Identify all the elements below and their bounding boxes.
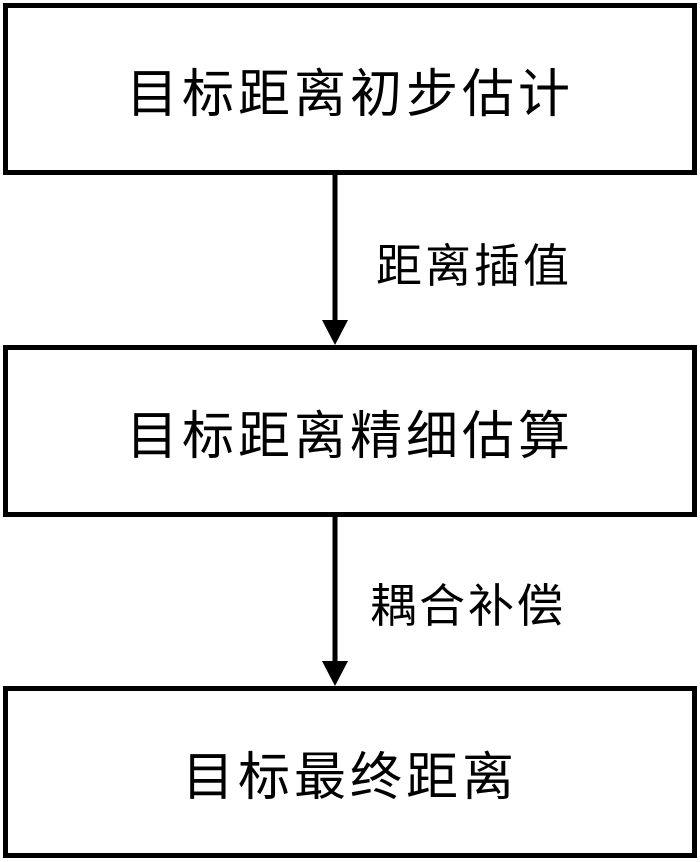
arrow-step1-to-step2: [322, 175, 348, 345]
flow-node-final-distance: 目标最终距离: [3, 686, 697, 858]
flow-node-fine-estimate: 目标距离精细估算: [3, 345, 697, 517]
edge-label-distance-interpolation: 距离插值: [376, 239, 572, 293]
flow-node-label: 目标最终距离: [181, 747, 518, 808]
arrow-step2-to-step3: [322, 517, 348, 686]
flow-node-label: 目标距离初步估计: [125, 64, 574, 125]
flow-node-initial-estimate: 目标距离初步估计: [3, 3, 697, 175]
edge-label-coupling-compensation: 耦合补偿: [370, 579, 566, 633]
flow-node-label: 目标距离精细估算: [125, 406, 574, 467]
